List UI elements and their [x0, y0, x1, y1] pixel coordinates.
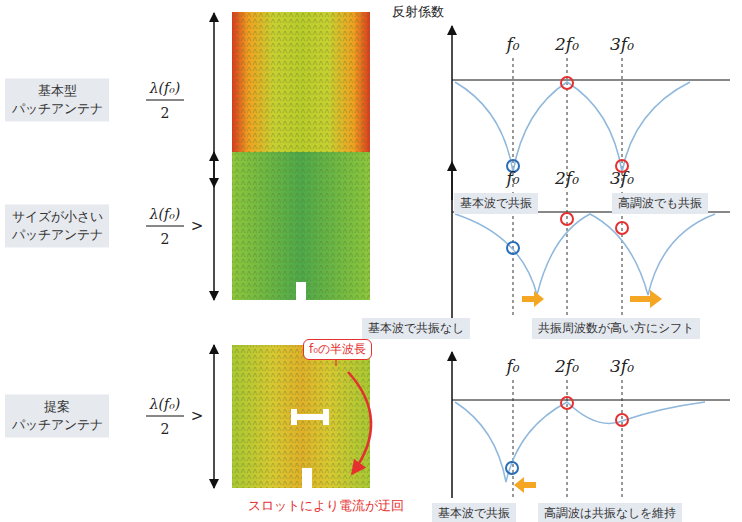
axis-title: 反射係数 [392, 3, 444, 21]
node-text: 高調波は共振なしを維持 [544, 505, 676, 522]
caption-box: 基本波で共振なし [362, 318, 470, 339]
comparison-sign: > [191, 407, 204, 425]
frequency-label: 2f₀ [555, 356, 579, 376]
callout-box: f₀の半波長 [303, 339, 372, 360]
fraction-denominator: 2 [161, 105, 170, 121]
caption-box: 基本波で共振 [454, 193, 538, 214]
row-label: サイズが小さい パッチアンテナ [5, 204, 109, 247]
caption-box: 高調波は共振なしを維持 [538, 503, 682, 522]
row-label: 基本型 パッチアンテナ [5, 78, 109, 121]
comparison-sign: > [191, 217, 204, 235]
node-text: 提案 パッチアンテナ [9, 398, 105, 433]
frequency-label: 3f₀ [610, 356, 634, 376]
node-text: 基本波で共振 [460, 195, 532, 212]
caption-box: 基本波で共振 [432, 503, 516, 522]
frequency-label: 3f₀ [610, 34, 634, 54]
node-text: 基本波で共振 [438, 505, 510, 522]
frequency-label: 2f₀ [555, 34, 579, 54]
node-text: サイズが小さい パッチアンテナ [9, 208, 105, 243]
annotation-text: スロットにより電流が迂回 [248, 497, 404, 515]
frequency-label: 3f₀ [610, 168, 634, 188]
frequency-label: f₀ [506, 168, 519, 188]
caption-box: 共振周波数が高い方にシフト [532, 318, 700, 339]
frequency-label: f₀ [506, 34, 519, 54]
frequency-label: 2f₀ [555, 168, 579, 188]
fraction-numerator: λ(f₀) [150, 396, 181, 412]
node-text: 基本型 パッチアンテナ [9, 82, 105, 117]
caption-box: 高調波でも共振 [612, 193, 708, 214]
node-text: 基本波で共振なし [368, 320, 464, 337]
fraction-denominator: 2 [161, 231, 170, 247]
node-text: f₀の半波長 [309, 341, 366, 358]
row-label: 提案 パッチアンテナ [5, 394, 109, 437]
node-text: 共振周波数が高い方にシフト [538, 320, 694, 337]
node-text: 高調波でも共振 [618, 195, 702, 212]
fraction-denominator: 2 [161, 421, 170, 437]
frequency-label: f₀ [506, 356, 519, 376]
fraction-numerator: λ(f₀) [150, 80, 181, 96]
fraction-numerator: λ(f₀) [150, 206, 181, 222]
